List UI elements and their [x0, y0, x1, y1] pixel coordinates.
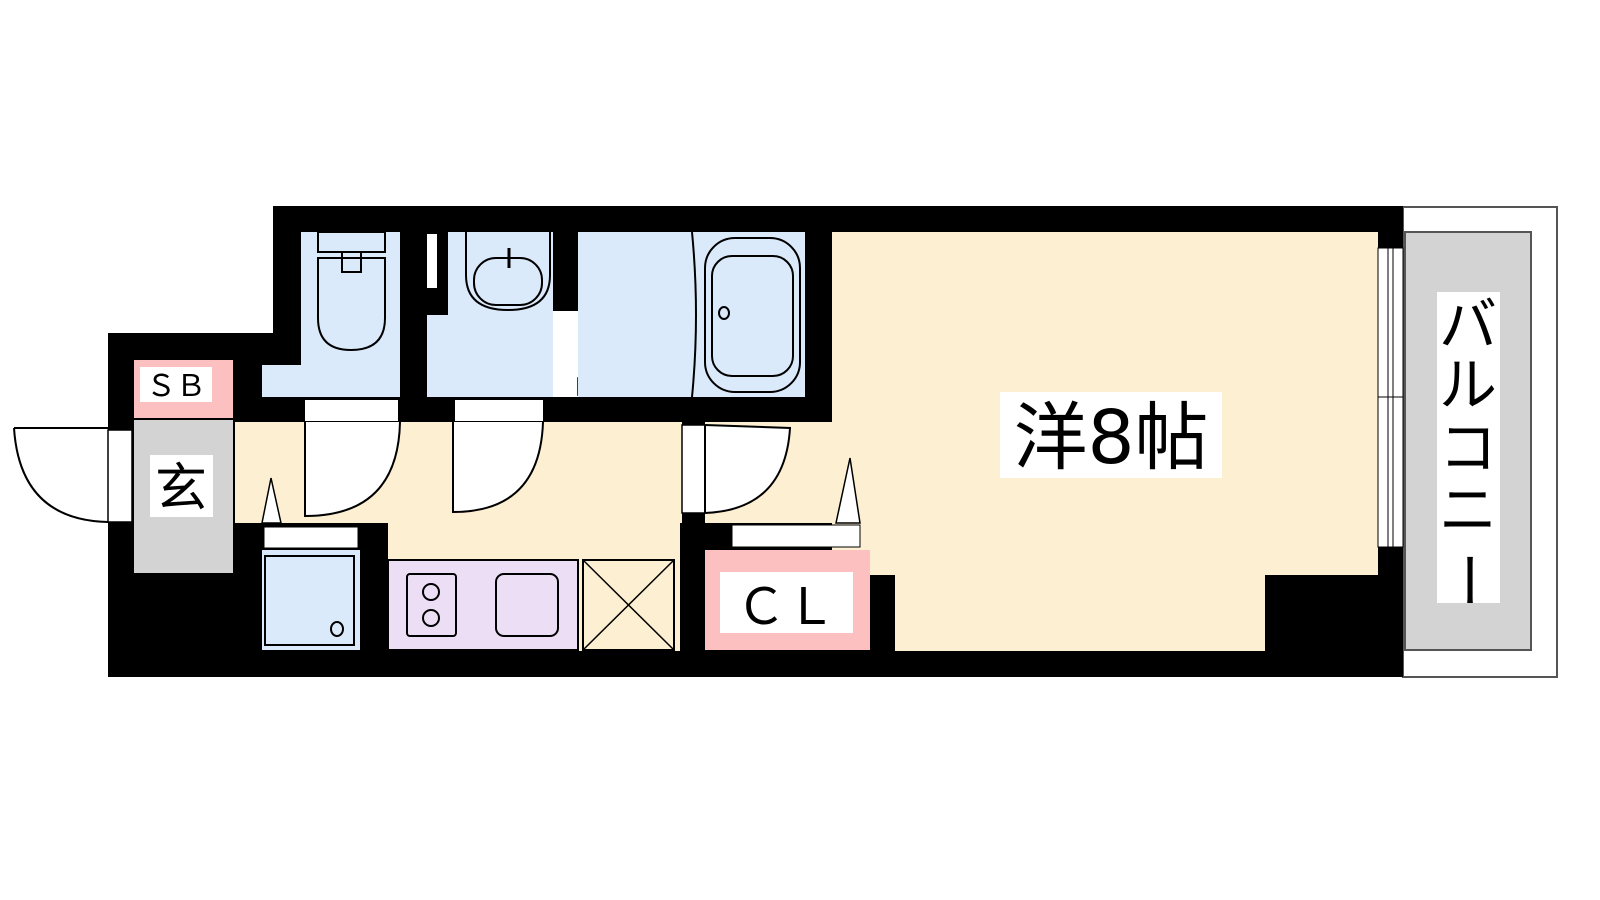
- storage-x-box: [582, 559, 675, 651]
- svg-text:バ: バ: [1439, 291, 1497, 359]
- kitchen: [387, 559, 675, 651]
- toilet-room: [262, 231, 400, 397]
- closet-label: ＣＬ: [736, 578, 836, 636]
- svg-text:コ: コ: [1439, 414, 1497, 482]
- balcony-label: バ ル コ ニ ー: [1434, 291, 1502, 609]
- bathroom: [578, 231, 805, 398]
- washer-area: [261, 477, 360, 650]
- svg-text:ー: ー: [1434, 551, 1502, 609]
- entrance-label: 玄: [155, 459, 207, 519]
- stove-icon: [406, 573, 457, 637]
- sink-icon: [465, 232, 551, 312]
- entrance-door[interactable]: [13, 427, 133, 523]
- room-door-swing: [704, 423, 792, 515]
- washroom-door[interactable]: [452, 400, 544, 514]
- toilet-door[interactable]: [304, 400, 401, 518]
- svg-text:ル: ル: [1439, 351, 1497, 419]
- balcony-window[interactable]: [1377, 247, 1404, 548]
- svg-text:ニ: ニ: [1439, 476, 1497, 544]
- shoe-box-label: ＳＢ: [146, 369, 206, 404]
- bathtub-icon: [704, 237, 801, 393]
- western-room-label: 洋8帖: [1013, 395, 1208, 481]
- sink-basin-icon: [495, 573, 559, 637]
- toilet-icon: [317, 231, 386, 352]
